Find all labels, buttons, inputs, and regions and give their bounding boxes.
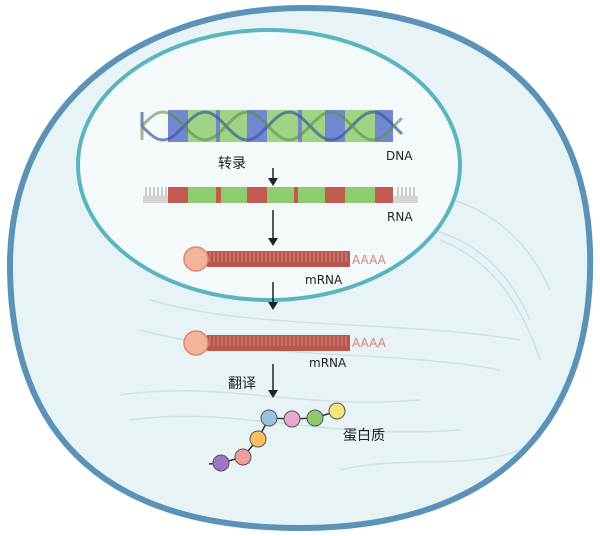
amino-acid-bead bbox=[234, 448, 252, 466]
mrna-nucleus bbox=[183, 246, 350, 272]
transcription-label: 转录 bbox=[218, 156, 246, 172]
rna-label: RNA bbox=[387, 210, 413, 224]
dna-segment bbox=[298, 110, 302, 142]
five-prime-cap bbox=[183, 246, 209, 272]
rna-segment bbox=[294, 187, 298, 203]
protein-chain bbox=[208, 402, 346, 472]
amino-acid-bead bbox=[212, 454, 230, 472]
rna-base bbox=[145, 187, 147, 197]
amino-acid-bead bbox=[249, 430, 267, 448]
rna-base bbox=[397, 187, 399, 197]
rna-segment bbox=[325, 187, 345, 203]
rna-segment bbox=[375, 187, 393, 203]
endoplasmic-reticulum bbox=[119, 194, 551, 471]
amino-acid-bead bbox=[283, 410, 301, 428]
mrna-label-cytoplasm: mRNA bbox=[309, 356, 347, 370]
arrow-head bbox=[268, 302, 278, 310]
dna-helix bbox=[140, 110, 404, 142]
dna-strand bbox=[140, 110, 404, 142]
rna-strand bbox=[143, 187, 418, 203]
rna-base bbox=[153, 187, 155, 197]
rna-segment bbox=[345, 187, 375, 203]
polya-tail-nucleus: AAAA bbox=[352, 253, 387, 267]
amino-acid-bead bbox=[306, 409, 324, 427]
dna-segment bbox=[375, 110, 393, 142]
rna-base bbox=[149, 187, 151, 197]
mrna-label-nucleus: mRNA bbox=[305, 273, 343, 287]
translation-label: 翻译 bbox=[228, 376, 256, 392]
rna-segment bbox=[298, 187, 325, 203]
polya-tail-cytoplasm: AAAA bbox=[352, 336, 387, 350]
rna-segment bbox=[216, 187, 221, 203]
rna-segment bbox=[267, 187, 294, 203]
dna-segment bbox=[345, 110, 375, 142]
dna-segment bbox=[168, 110, 188, 142]
mrna-cytoplasm bbox=[183, 330, 350, 356]
rna-segment bbox=[247, 187, 267, 203]
rna-base bbox=[157, 187, 159, 197]
arrow-head bbox=[268, 238, 278, 246]
amino-acid-bead bbox=[328, 402, 346, 420]
rna-base bbox=[165, 187, 167, 197]
dna-label: DNA bbox=[386, 149, 413, 163]
arrows bbox=[268, 168, 278, 398]
rna-segment bbox=[221, 187, 247, 203]
rna-base bbox=[401, 187, 403, 197]
protein-label: 蛋白质 bbox=[343, 428, 385, 444]
rna-base bbox=[413, 187, 415, 197]
rna-segment bbox=[188, 187, 216, 203]
dna-segment bbox=[325, 110, 345, 142]
arrow-head bbox=[268, 390, 278, 398]
nucleus bbox=[76, 28, 462, 302]
five-prime-cap bbox=[183, 330, 209, 356]
amino-acid-bead bbox=[260, 409, 278, 427]
dna-segment bbox=[216, 110, 220, 142]
dna-strand bbox=[140, 110, 404, 142]
arrow-head bbox=[268, 178, 278, 186]
rna-base bbox=[409, 187, 411, 197]
rna-segment bbox=[168, 187, 188, 203]
rna-base bbox=[161, 187, 163, 197]
rna-base bbox=[405, 187, 407, 197]
